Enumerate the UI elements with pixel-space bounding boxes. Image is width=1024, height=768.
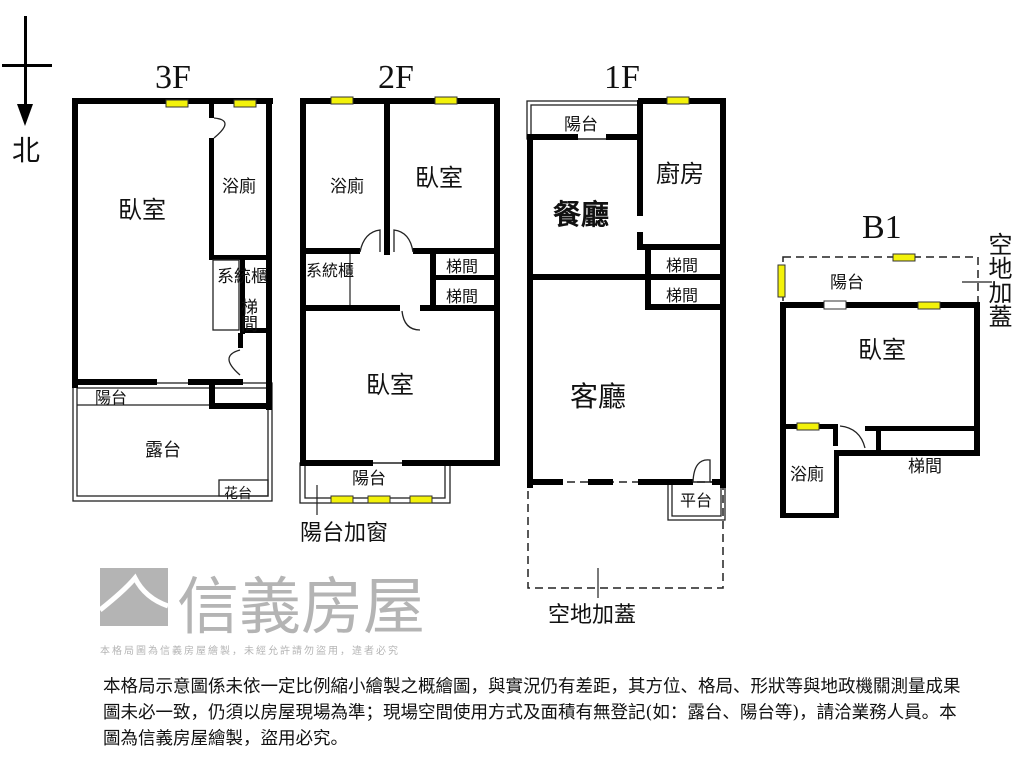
watermark-notice: 本格局圖為信義房屋繪製，未經允許請勿盜用，違者必究	[100, 644, 400, 657]
room-living: 客廳	[570, 380, 626, 413]
extension-note: 空地加蓋	[984, 232, 1012, 328]
room-cabinet: 系統櫃	[306, 261, 354, 280]
room-cabinet: 系統櫃	[217, 267, 268, 287]
compass-label: 北	[12, 134, 40, 167]
room-bath: 浴廁	[330, 176, 364, 197]
floor-b1: B1 陽台 臥室 浴廁 梯間 空地加蓋	[777, 209, 1012, 518]
floor-title-3f: 3F	[155, 59, 191, 96]
room-stairs-1: 梯間	[446, 257, 478, 276]
room-balcony: 陽台	[830, 273, 864, 293]
room-balcony: 陽台	[564, 115, 598, 135]
room-bedroom-2: 臥室	[366, 371, 414, 399]
watermark-brand: 信義房屋	[177, 570, 425, 643]
room-balcony: 陽台	[352, 469, 386, 489]
room-terrace: 露台	[145, 440, 181, 461]
room-bedroom: 臥室	[118, 196, 166, 224]
balcony-window-note: 陽台加窗	[300, 521, 388, 546]
watermark: 信義房屋 本格局圖為信義房屋繪製，未經允許請勿盜用，違者必究	[98, 568, 425, 657]
room-planter: 花台	[224, 486, 252, 502]
room-stairs: 梯間	[237, 298, 258, 333]
floor-title-2f: 2F	[378, 59, 414, 96]
room-stairs-2: 梯間	[446, 287, 478, 306]
room-kitchen: 廚房	[656, 160, 704, 188]
floor-2f: 2F 浴廁 臥室 系統櫃 梯間 梯間 臥室 陽台 陽台加窗	[299, 59, 500, 546]
room-bath: 浴廁	[790, 464, 824, 485]
floor-title-1f: 1F	[604, 59, 640, 96]
north-arrow-icon	[2, 16, 52, 126]
floor-1f: 1F 陽台 廚房 餐廳 梯間 梯間 客廳 平台 空地加蓋	[526, 59, 726, 628]
room-platform: 平台	[680, 491, 712, 510]
floor-3f: 3F 臥室 浴廁 系統櫃 梯間 陽台 露台 花台	[72, 59, 273, 502]
room-dining: 餐廳	[553, 198, 609, 231]
room-stairs-2: 梯間	[666, 286, 698, 305]
room-stairs-1: 梯間	[666, 256, 698, 275]
room-stairs: 梯間	[908, 457, 942, 477]
extension-note: 空地加蓋	[548, 603, 636, 628]
room-balcony: 陽台	[95, 388, 127, 407]
room-bedroom: 臥室	[858, 336, 906, 364]
room-bath: 浴廁	[222, 176, 256, 197]
floor-title-b1: B1	[862, 209, 902, 246]
disclaimer-text: 本格局示意圖係未依一定比例縮小繪製之概繪圖，與實況仍有差距，其方位、格局、形狀等…	[103, 677, 961, 749]
room-bedroom-1: 臥室	[415, 164, 463, 192]
